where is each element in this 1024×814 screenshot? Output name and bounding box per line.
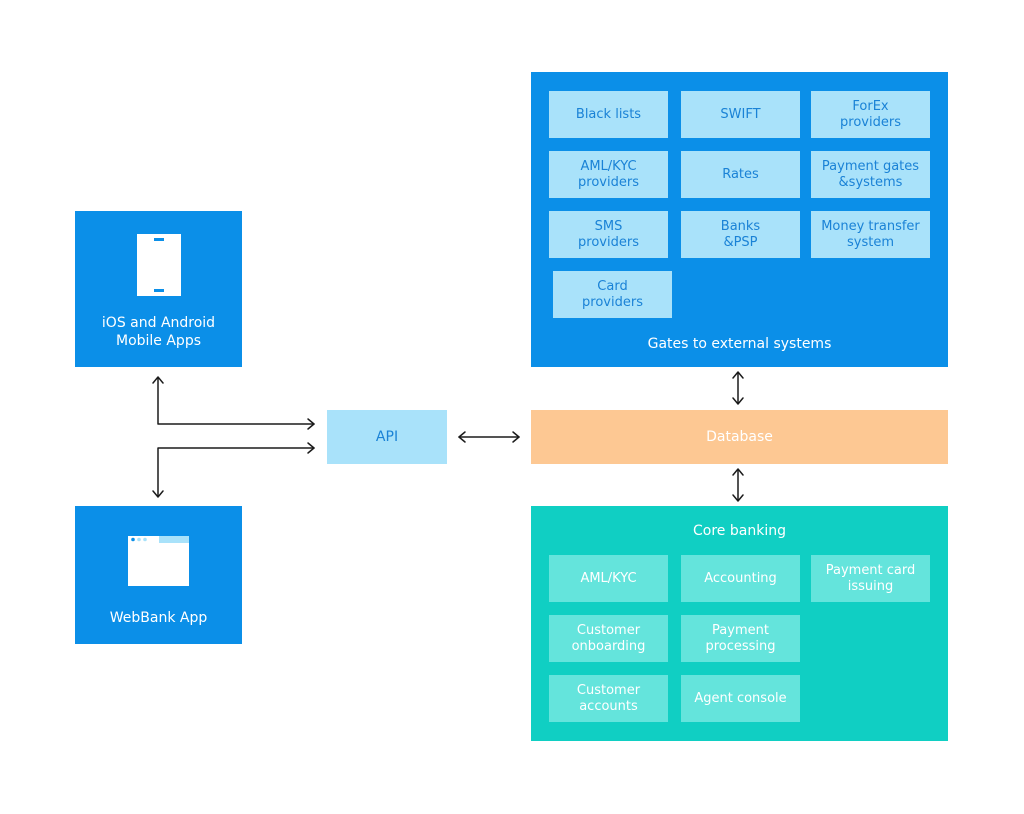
core-accounting: Accounting: [681, 555, 800, 602]
mobile-apps-label-line2: Mobile Apps: [115, 333, 202, 349]
core-banking-title: Core banking: [693, 523, 786, 539]
webbank-app-panel: WebBank App: [75, 506, 242, 644]
core-agent-console: Agent console: [681, 675, 800, 722]
api-label: API: [375, 429, 399, 445]
webbank-app-label: WebBank App: [109, 610, 208, 626]
gates-panel-title: Gates to external systems: [647, 336, 832, 352]
gate-payment-gates: Payment gates&systems: [811, 151, 930, 198]
smartphone-icon: [137, 234, 181, 296]
gate-banks-psp: Banks&PSP: [681, 211, 800, 258]
database-label: Database: [706, 429, 773, 445]
mobile-apps-label: iOS and Android Mobile Apps: [75, 314, 242, 350]
api-box: API: [327, 410, 447, 464]
database-box: Database: [531, 410, 948, 464]
core-banking-panel: Core banking AML/KYC Accounting Payment …: [531, 506, 948, 741]
connector-mobile-api: [157, 377, 315, 425]
connector-webbank-api: [157, 447, 315, 497]
mobile-apps-panel: iOS and Android Mobile Apps: [75, 211, 242, 367]
core-aml-kyc: AML/KYC: [549, 555, 668, 602]
browser-window-icon: [128, 536, 189, 586]
gate-swift: SWIFT: [681, 91, 800, 138]
mobile-apps-label-line1: iOS and Android: [101, 315, 216, 331]
gate-black-lists: Black lists: [549, 91, 668, 138]
gate-rates: Rates: [681, 151, 800, 198]
